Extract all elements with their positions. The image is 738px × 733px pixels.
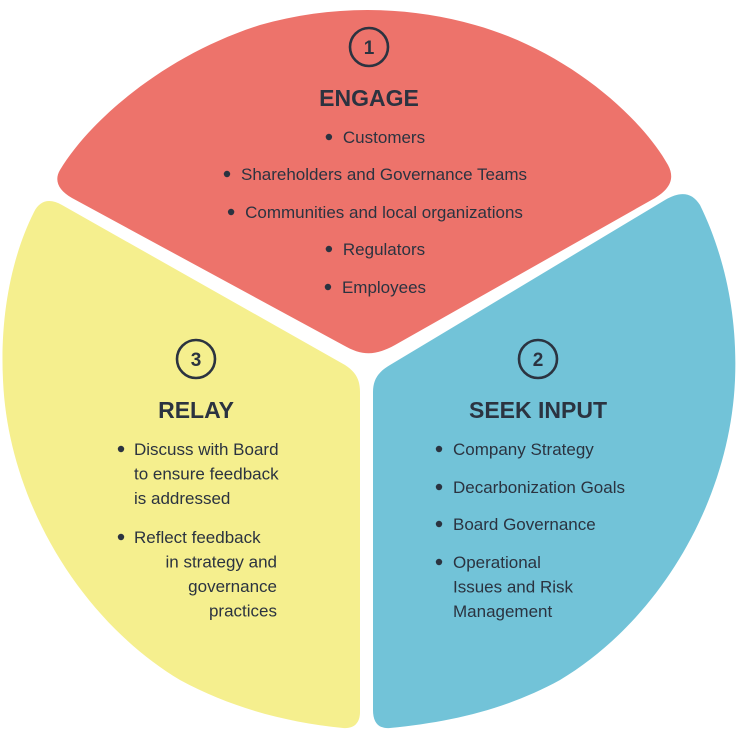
seek-input-item-line: Management bbox=[453, 602, 553, 621]
engage-item-bullet bbox=[324, 283, 332, 291]
relay-title: RELAY bbox=[158, 397, 234, 423]
seek-input-number: 2 bbox=[533, 350, 544, 371]
relay-item-line: is addressed bbox=[134, 489, 230, 508]
relay-item-line: practices bbox=[209, 602, 277, 621]
engage-item-bullet bbox=[325, 133, 333, 141]
seek-input-item-line: Issues and Risk bbox=[453, 578, 573, 597]
engage-item: Employees bbox=[342, 278, 426, 297]
engage-item-bullet bbox=[325, 245, 333, 253]
engage-item: Communities and local organizations bbox=[245, 203, 523, 222]
engage-item: Regulators bbox=[343, 240, 425, 259]
seek-input-item-line: Operational bbox=[453, 553, 541, 572]
relay-item-line: Discuss with Board bbox=[134, 440, 279, 459]
relay-segment bbox=[2, 200, 360, 729]
engage-item: Shareholders and Governance Teams bbox=[241, 165, 527, 184]
seek-input-item-line: Decarbonization Goals bbox=[453, 478, 625, 497]
engage-item: Customers bbox=[343, 128, 425, 147]
engage-item-bullet bbox=[223, 170, 231, 178]
relay-item-list: Discuss with Board to ensure feedback is a… bbox=[117, 440, 279, 621]
relay-item-bullet bbox=[117, 533, 125, 541]
seek-input-item-line: Company Strategy bbox=[453, 440, 594, 459]
engage-segment bbox=[57, 10, 672, 354]
relay-item-line: governance bbox=[188, 577, 277, 596]
relay-item-line: in strategy and bbox=[165, 553, 277, 572]
engage-title: ENGAGE bbox=[319, 85, 419, 111]
engage-number-badge: 1 bbox=[348, 26, 390, 68]
seek-input-item-bullet bbox=[435, 445, 443, 453]
engage-number: 1 bbox=[364, 38, 375, 59]
engage-item-bullet bbox=[227, 208, 235, 216]
relay-number: 3 bbox=[191, 350, 202, 371]
relay-item-line: to ensure feedback bbox=[134, 465, 279, 484]
relay-number-badge: 3 bbox=[175, 338, 217, 380]
seek-input-segment bbox=[373, 194, 736, 729]
seek-input-item-bullet bbox=[435, 520, 443, 528]
seek-input-number-badge: 2 bbox=[517, 338, 559, 380]
seek-input-title: SEEK INPUT bbox=[469, 397, 607, 423]
relay-item-bullet bbox=[117, 445, 125, 453]
seek-input-item-line: Board Governance bbox=[453, 515, 596, 534]
seek-input-item-bullet bbox=[435, 483, 443, 491]
relay-item-line: Reflect feedback bbox=[134, 528, 261, 547]
seek-input-item-bullet bbox=[435, 558, 443, 566]
